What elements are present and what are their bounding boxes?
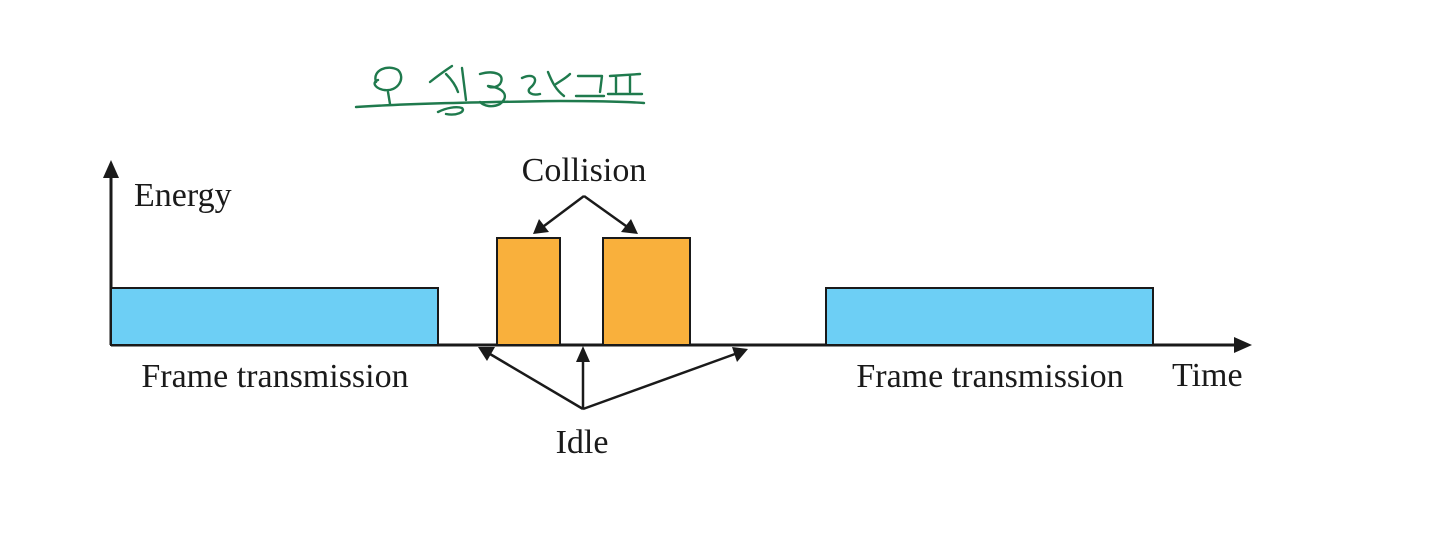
collision-block-1 <box>496 237 561 346</box>
y-axis-arrowhead-icon <box>103 160 119 178</box>
x-axis-arrowhead-icon <box>1234 337 1252 353</box>
frame-transmission-label-left: Frame transmission <box>141 358 408 395</box>
collision-block-2 <box>602 237 691 346</box>
frame-transmission-block-left <box>110 287 439 346</box>
collision-arrows <box>533 194 638 234</box>
frame-transmission-label-right: Frame transmission <box>856 358 1123 395</box>
idle-arrows <box>478 346 748 411</box>
frame-transmission-block-right <box>825 287 1154 346</box>
y-axis-label: Energy <box>134 177 232 214</box>
x-axis-label: Time <box>1172 357 1243 394</box>
idle-label: Idle <box>556 424 609 461</box>
handwritten-annotation <box>354 64 646 116</box>
collision-label: Collision <box>522 152 647 189</box>
